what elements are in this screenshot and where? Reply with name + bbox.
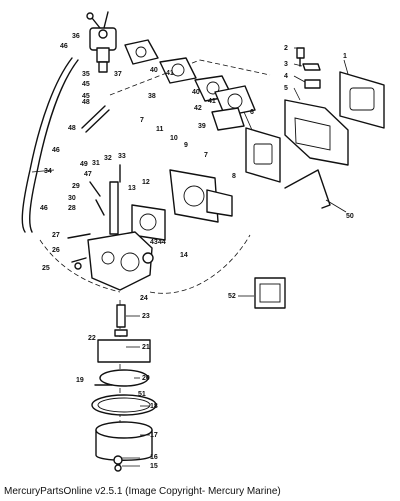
guide-line-right [149,234,251,294]
throttle-plate-group [131,169,233,241]
callout-labels: 1 2 3 4 5 6 7 7 8 9 10 11 12 13 14 15 16… [40,33,354,470]
callout-28: 28 [68,205,76,212]
callout-19: 19 [76,377,84,384]
callout-49: 49 [80,161,88,168]
callout-25: 25 [42,265,50,272]
image-caption: MercuryPartsOnline v2.5.1 (Image Copyrig… [4,486,281,497]
guide-line-top [109,59,271,96]
callout-42: 42 [194,105,202,112]
callout-20: 20 [142,375,150,382]
float-bowl-stack [91,304,157,472]
decal-52 [254,277,286,309]
callout-34: 34 [44,168,52,175]
callout-24: 24 [140,295,148,302]
callout-15: 15 [150,463,158,470]
link-rod [284,169,331,209]
callout-11: 11 [156,126,164,133]
callout-48a: 48 [68,125,76,132]
callout-40b: 40 [192,89,200,96]
reed-gasket-group [124,39,256,131]
callout-27: 27 [52,232,60,239]
leader-lines [31,47,349,467]
callout-46c: 46 [40,205,48,212]
callout-13: 13 [128,185,136,192]
callout-21: 21 [142,344,150,351]
callout-1: 1 [343,53,347,60]
callout-47: 47 [84,171,92,178]
callout-30: 30 [68,195,76,202]
callout-3: 3 [284,61,288,68]
callout-5: 5 [284,85,288,92]
guide-line-left [39,239,121,293]
fuel-pump-assembly [86,11,117,73]
callout-51: 51 [138,391,146,398]
fuel-hose-inner [29,59,79,233]
callout-41b: 41 [208,98,216,105]
adjustment-screws [67,181,105,270]
callout-7b: 7 [204,152,208,159]
callout-17: 17 [150,432,158,439]
callout-18: 18 [150,403,158,410]
callout-22: 22 [88,335,96,342]
carburetor-body [87,164,154,291]
callout-9: 9 [184,142,188,149]
callout-48b: 48 [82,99,90,106]
callout-41a: 41 [166,70,174,77]
callout-38: 38 [148,93,156,100]
callout-16: 16 [150,454,158,461]
callout-23: 23 [142,313,150,320]
callout-43: 43 [150,239,158,246]
callout-10: 10 [170,135,178,142]
callout-37: 37 [114,71,122,78]
fuel-hose [21,57,73,233]
callout-32: 32 [104,155,112,162]
callout-46b: 46 [52,147,60,154]
callout-40a: 40 [150,67,158,74]
callout-39: 39 [198,123,206,130]
callout-33: 33 [118,153,126,160]
callout-29: 29 [72,183,80,190]
callout-36: 36 [72,33,80,40]
short-hose-inner [85,109,110,133]
callout-44: 44 [158,239,166,246]
callout-6: 6 [250,109,254,116]
callout-26: 26 [52,247,60,254]
callout-45a: 45 [82,81,90,88]
callout-12: 12 [142,179,150,186]
short-hose [81,105,106,129]
callout-46a: 46 [60,43,68,50]
callout-52: 52 [228,293,236,300]
adapter-plate-group [245,47,385,183]
callout-50: 50 [346,213,354,220]
callout-7a: 7 [140,117,144,124]
callout-35: 35 [82,71,90,78]
callout-4: 4 [284,73,288,80]
callout-45b: 45 [82,93,90,100]
callout-14: 14 [180,252,188,259]
callout-8: 8 [232,173,236,180]
callout-2: 2 [284,45,288,52]
callout-31: 31 [92,160,100,167]
